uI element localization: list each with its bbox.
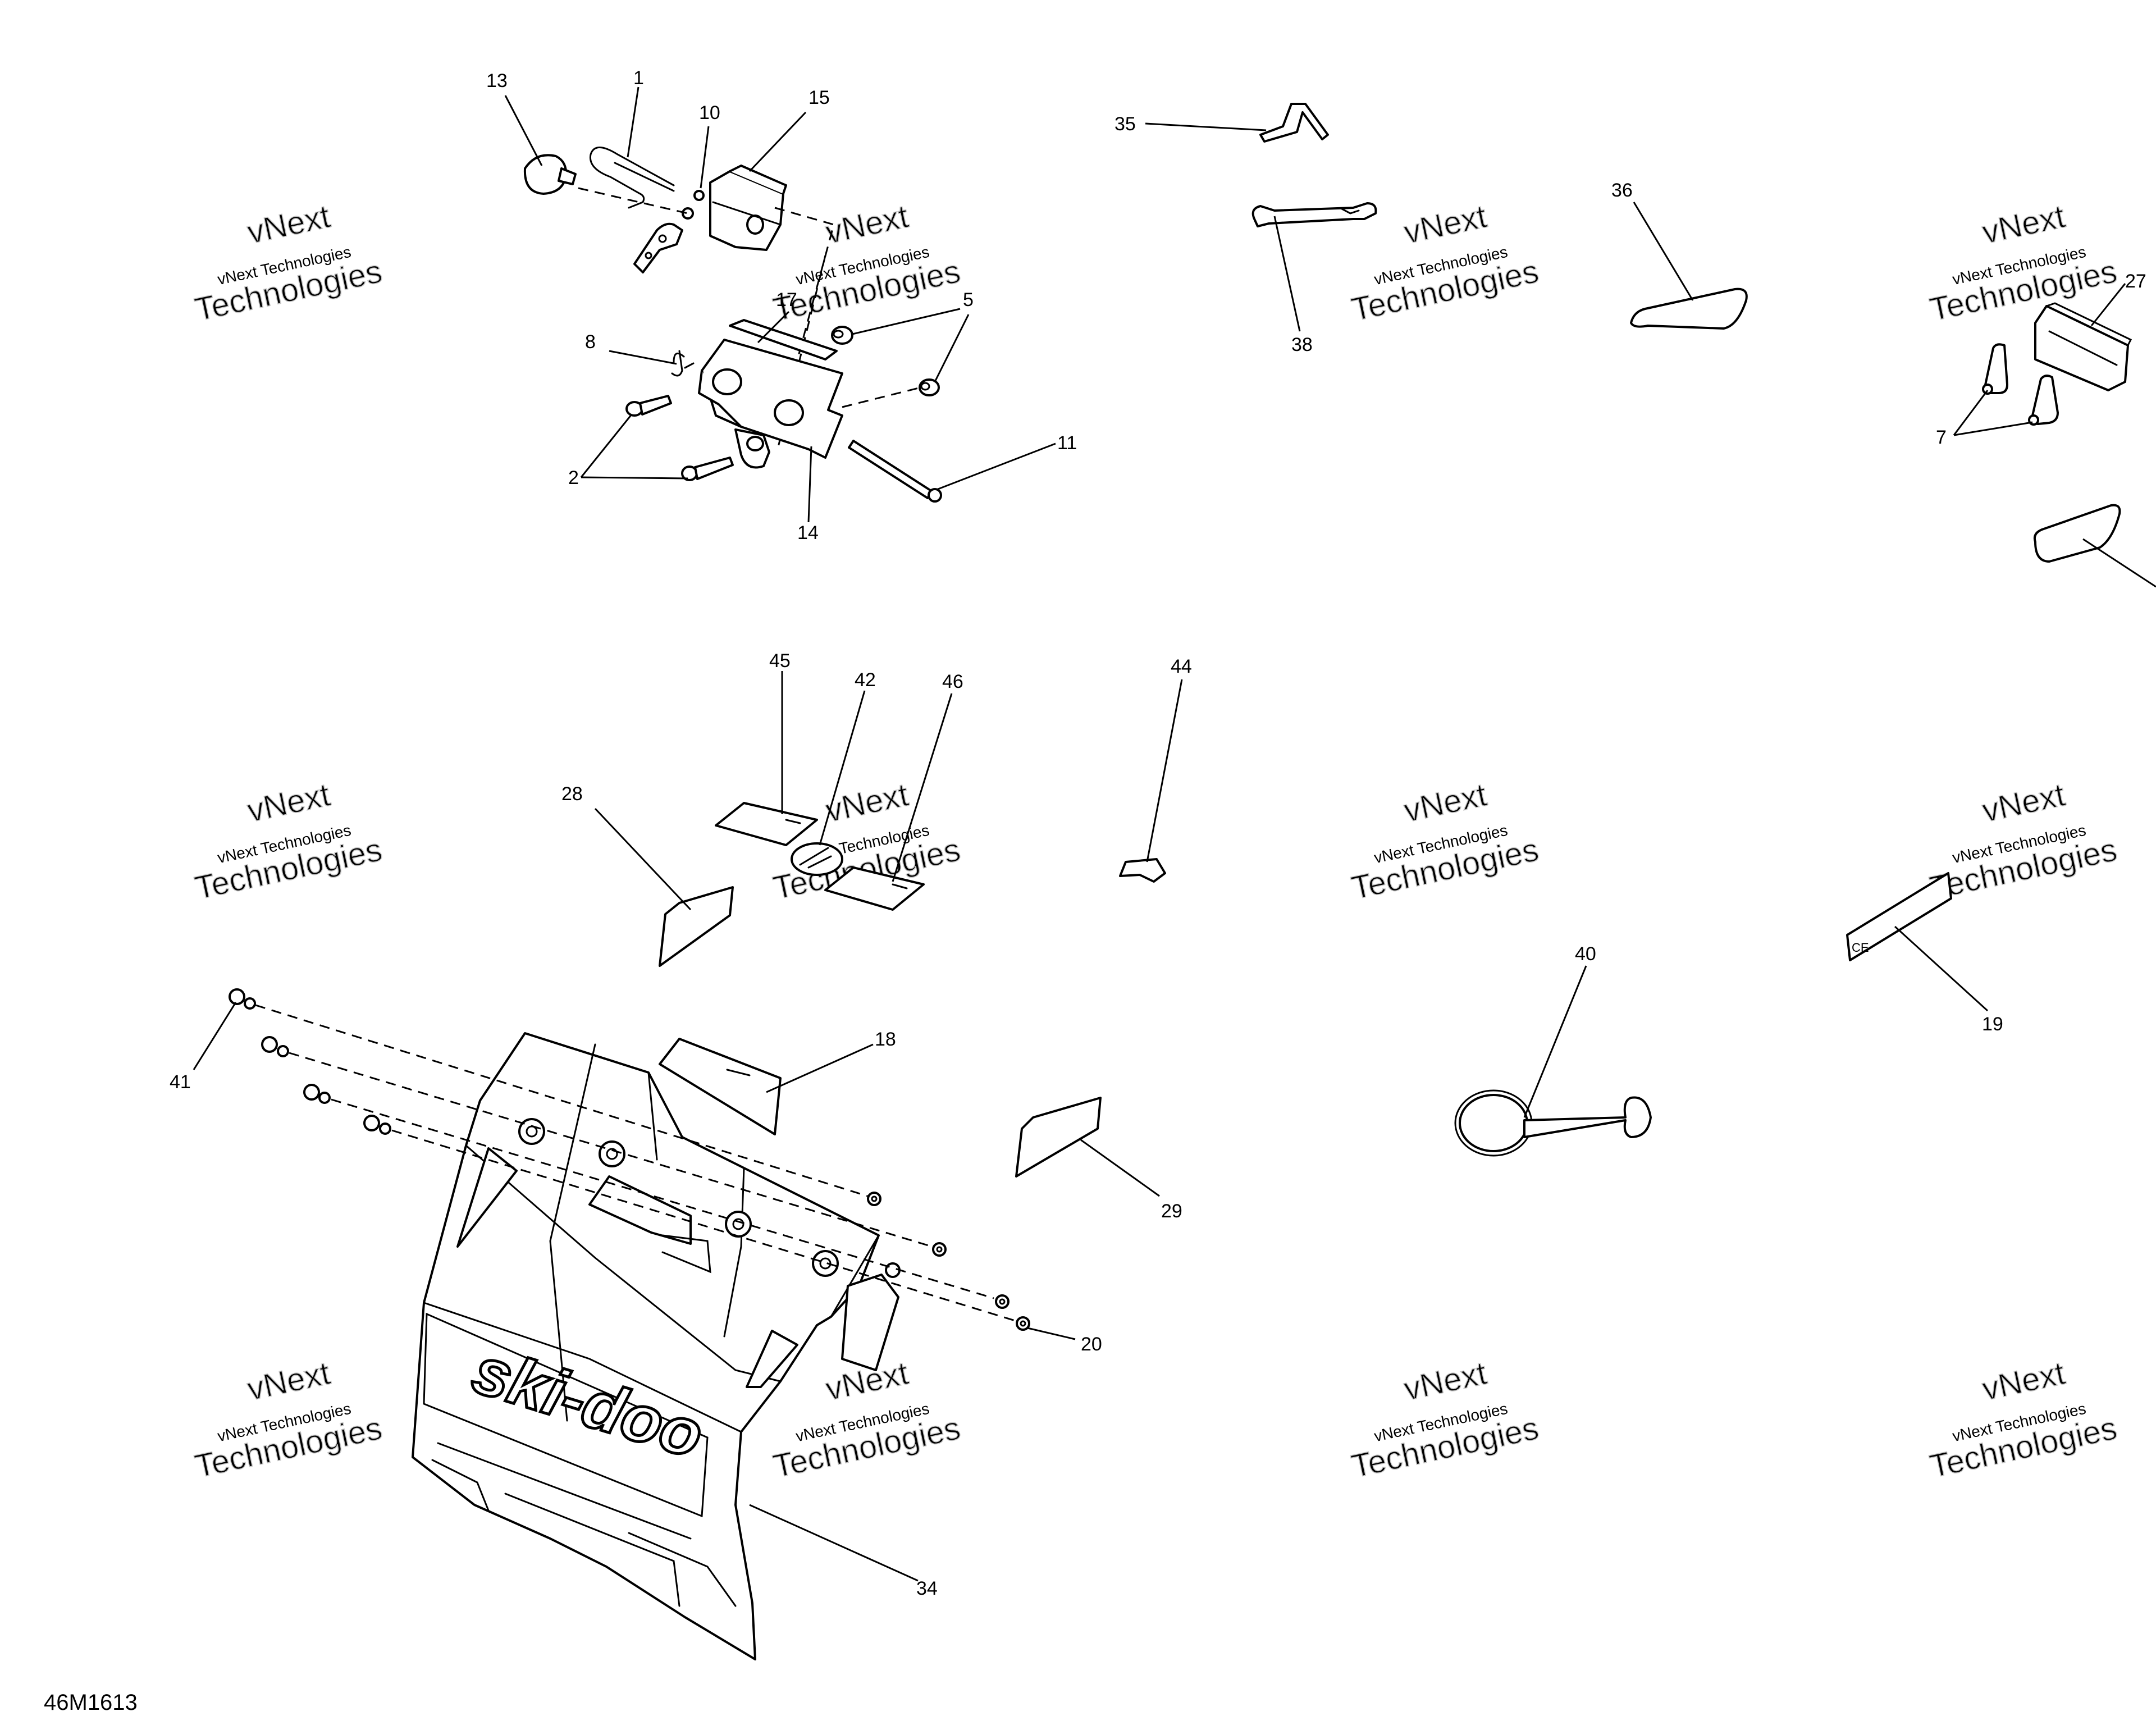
callout-10: 10 bbox=[699, 102, 720, 124]
callout-34: 34 bbox=[916, 1578, 938, 1599]
watermark: vNext vNext Technologies Technologies bbox=[191, 1354, 386, 1485]
callout-20: 20 bbox=[1081, 1334, 1102, 1355]
drawing-id: 46M1613 bbox=[44, 1690, 138, 1715]
tool-38-wrench bbox=[1251, 202, 1377, 227]
callout-13: 13 bbox=[486, 70, 508, 92]
part-17-strip bbox=[729, 319, 838, 360]
alignment-lines bbox=[255, 1004, 1016, 1322]
callout-38: 38 bbox=[1291, 334, 1313, 355]
callout-36: 36 bbox=[1611, 180, 1633, 201]
part-45-label bbox=[715, 802, 818, 846]
part-28-decal bbox=[659, 886, 734, 967]
part-41-fasteners bbox=[229, 988, 391, 1135]
watermark-line1: vNext bbox=[823, 198, 912, 250]
callout-labels: 13 1 10 15 17 8 5 2 11 14 35 38 36 27 7 … bbox=[170, 67, 2146, 1599]
callout-27: 27 bbox=[2125, 271, 2146, 292]
watermark-line1: vNext bbox=[1979, 198, 2068, 250]
watermark-line1: vNext bbox=[1401, 776, 1490, 829]
leader-lines bbox=[193, 86, 2156, 1582]
part-7-clip-b bbox=[2028, 375, 2059, 426]
callout-29: 29 bbox=[1161, 1201, 1182, 1222]
watermark-line1: vNext bbox=[244, 776, 334, 829]
part-2-bolt-a bbox=[625, 395, 672, 417]
callout-19: 19 bbox=[1982, 1014, 2003, 1035]
ce-mark: CE bbox=[1852, 941, 1869, 955]
callout-41: 41 bbox=[170, 1071, 191, 1093]
callout-15: 15 bbox=[808, 87, 830, 108]
callout-28: 28 bbox=[561, 783, 583, 805]
part-14-bracket bbox=[698, 339, 843, 469]
watermark-line1: vNext bbox=[1979, 776, 2068, 829]
part-36-decal bbox=[1630, 288, 1748, 330]
part-11-pin bbox=[848, 440, 942, 503]
watermark: vNext vNext Technologies Technologies bbox=[1348, 1354, 1542, 1485]
callout-1: 1 bbox=[633, 67, 644, 89]
callout-8: 8 bbox=[585, 331, 596, 353]
callout-7: 7 bbox=[1936, 427, 1947, 448]
watermark-line1: vNext bbox=[244, 1354, 334, 1407]
part-2-bolt-b bbox=[681, 457, 734, 481]
part-27-cover bbox=[2034, 302, 2132, 391]
watermark-line1: vNext bbox=[244, 198, 334, 250]
callout-14: 14 bbox=[797, 522, 819, 544]
callout-45: 45 bbox=[769, 650, 791, 672]
callout-42: 42 bbox=[855, 669, 876, 691]
part-18-label bbox=[659, 1038, 782, 1135]
watermark: vNext vNext Technologies Technologies bbox=[191, 198, 386, 328]
part-42-emblem bbox=[791, 842, 843, 876]
part-44-clip bbox=[1119, 858, 1166, 883]
part-7-clip-a bbox=[1982, 343, 2008, 395]
callout-5: 5 bbox=[963, 289, 974, 311]
callout-40: 40 bbox=[1575, 943, 1596, 965]
watermark: vNext vNext Technologies Technologies bbox=[1926, 198, 2121, 328]
part-34-front-panel bbox=[412, 1032, 901, 1660]
callout-17: 17 bbox=[776, 289, 797, 311]
callout-18: 18 bbox=[875, 1029, 896, 1050]
part-20-nuts bbox=[867, 1192, 1030, 1331]
part-decal-right bbox=[2033, 504, 2121, 563]
callout-2: 2 bbox=[568, 467, 579, 489]
tool-35-allen-key bbox=[1259, 103, 1329, 143]
part-1-hairpin-clip bbox=[589, 147, 675, 209]
callout-11: 11 bbox=[1057, 432, 1077, 454]
part-40-mirror bbox=[1454, 1089, 1652, 1157]
part-5-bushing-b bbox=[919, 378, 940, 396]
watermark: vNext vNext Technologies Technologies bbox=[1926, 1354, 2121, 1485]
watermark-line1: vNext bbox=[1401, 1354, 1490, 1407]
watermark-line1: vNext bbox=[823, 776, 912, 829]
part-19-ce-label: CE bbox=[1846, 872, 1952, 961]
part-5-bushing-a bbox=[831, 326, 853, 345]
watermark: vNext vNext Technologies Technologies bbox=[191, 776, 386, 907]
watermark-line1: vNext bbox=[1401, 198, 1490, 250]
part-15-latch-body bbox=[709, 165, 787, 251]
part-8-clip bbox=[671, 350, 695, 377]
callout-44: 44 bbox=[1171, 656, 1192, 677]
hitch-assembly bbox=[523, 147, 942, 503]
part-29-decal bbox=[1015, 1097, 1102, 1178]
part-10-nut bbox=[693, 190, 705, 201]
watermark: vNext vNext Technologies Technologies bbox=[1348, 776, 1542, 907]
callout-35: 35 bbox=[1114, 113, 1136, 135]
part-lever bbox=[633, 222, 683, 273]
part-46-label bbox=[824, 866, 925, 911]
part-10-washer bbox=[682, 207, 694, 220]
watermark-line1: vNext bbox=[1979, 1354, 2068, 1407]
callout-46: 46 bbox=[942, 671, 963, 692]
part-13-knob bbox=[523, 154, 577, 195]
